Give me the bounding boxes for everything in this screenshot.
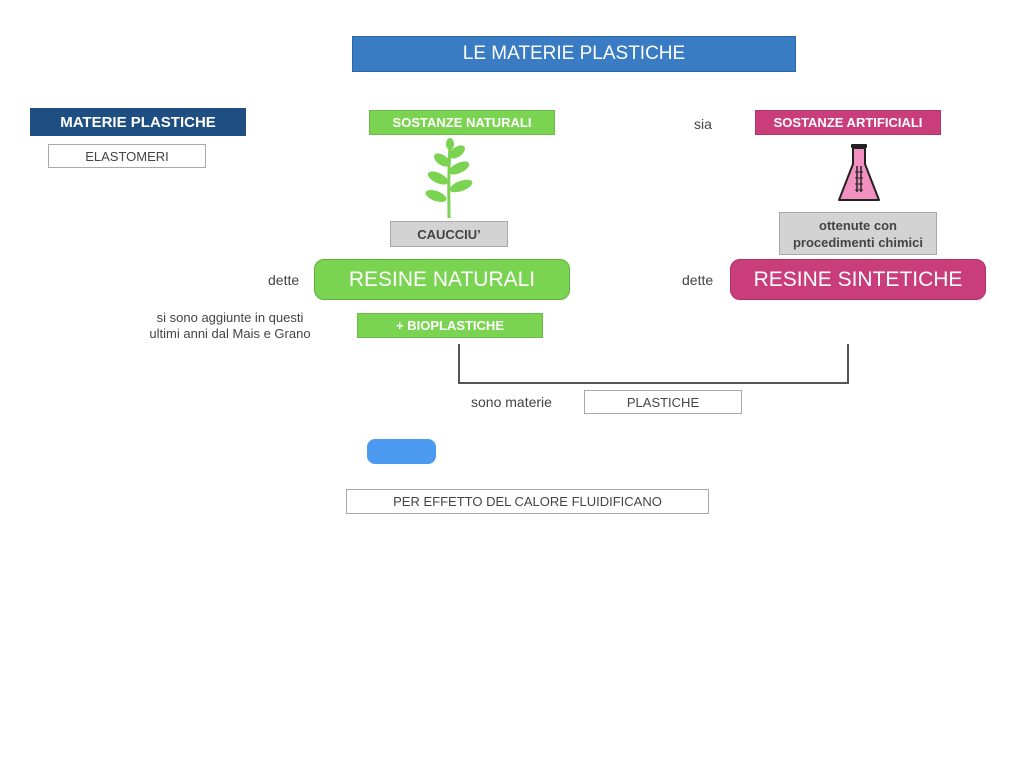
bracket-connector: [458, 344, 849, 384]
dette-right-text: dette: [682, 272, 714, 288]
resine-naturali-box: RESINE NATURALI: [314, 259, 570, 300]
dette-left-text: dette: [268, 272, 300, 288]
materie-plastiche-heading: MATERIE PLASTICHE: [30, 108, 246, 136]
sono-materie-text: sono materie: [471, 394, 552, 410]
procedimenti-chimici-box: ottenute con procedimenti chimici: [779, 212, 937, 255]
blue-pill-shape: [367, 439, 436, 464]
sostanze-naturali-label: SOSTANZE NATURALI: [369, 110, 555, 135]
plastiche-box: PLASTICHE: [584, 390, 742, 414]
caucciu-box: CAUCCIU’: [390, 221, 508, 247]
elastomeri-box: ELASTOMERI: [48, 144, 206, 168]
flask-icon: [837, 144, 881, 209]
mais-grano-note: si sono aggiunte in questi ultimi anni d…: [149, 310, 311, 341]
sia-connector-text: sia: [694, 116, 712, 132]
page-title: LE MATERIE PLASTICHE: [352, 36, 796, 72]
resine-sintetiche-box: RESINE SINTETICHE: [730, 259, 986, 300]
bioplastiche-box: + BIOPLASTICHE: [357, 313, 543, 338]
plant-icon: [424, 138, 474, 223]
sostanze-artificiali-label: SOSTANZE ARTIFICIALI: [755, 110, 941, 135]
calore-fluidificano-box: PER EFFETTO DEL CALORE FLUIDIFICANO: [346, 489, 709, 514]
